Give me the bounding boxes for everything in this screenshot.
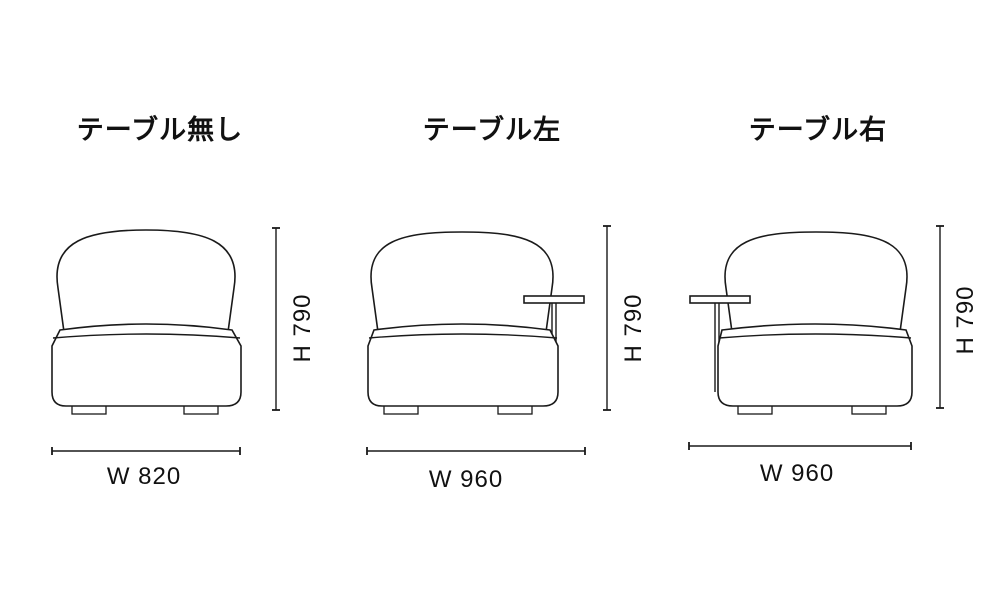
chair-table-left — [367, 231, 585, 415]
width-label-table-left: W 960 — [428, 466, 504, 493]
height-label-no-table: H 790 — [289, 293, 316, 363]
height-label-table-left: H 790 — [620, 293, 647, 363]
seat-piping — [718, 333, 912, 339]
height-dimension-line — [936, 225, 944, 409]
width-label-table-right: W 960 — [759, 460, 835, 487]
chair-no-table — [51, 229, 242, 415]
chair-backrest — [724, 231, 908, 333]
chair-seat — [367, 323, 559, 407]
side-table-top — [689, 295, 751, 304]
width-dimension-line — [366, 447, 586, 455]
height-dimension-line — [272, 227, 280, 411]
chair-seat — [717, 323, 913, 407]
variant-title-table-left: テーブル左 — [422, 115, 562, 146]
seat-piping — [52, 333, 241, 339]
width-dimension-line — [688, 442, 912, 450]
height-dimension-line — [603, 225, 611, 411]
variant-title-table-right: テーブル右 — [748, 115, 888, 146]
chair-table-right — [689, 231, 913, 415]
height-label-table-right: H 790 — [952, 285, 979, 355]
side-table-top — [523, 295, 585, 304]
variant-title-no-table: テーブル無し — [76, 115, 244, 146]
chair-seat — [51, 323, 242, 407]
width-dimension-line — [51, 447, 241, 455]
seat-piping — [368, 333, 558, 339]
chair-backrest — [370, 231, 554, 333]
width-label-no-table: W 820 — [106, 463, 182, 490]
chair-backrest — [56, 229, 236, 333]
